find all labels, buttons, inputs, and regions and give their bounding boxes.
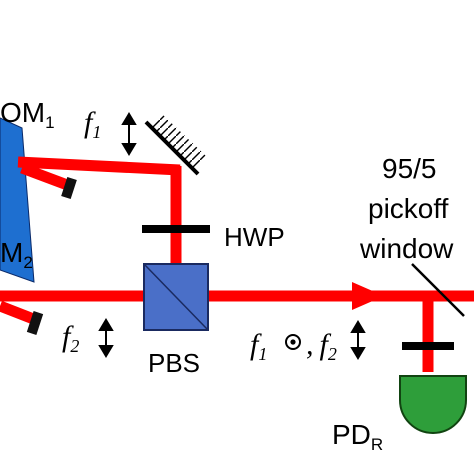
label-f2-left: f2	[62, 320, 79, 356]
beam-aom-to-mirror	[17, 156, 181, 176]
label-f1-top: f1	[84, 106, 101, 142]
polarization-dot-icon	[290, 339, 296, 345]
pickoff-window	[411, 263, 465, 317]
mirror-surface	[144, 120, 200, 176]
label-pickoff-word: pickoff	[368, 193, 449, 224]
label-aom1: OM1	[0, 97, 55, 132]
label-modulation-f1: f1	[250, 328, 267, 364]
beam-direction-arrow	[352, 282, 384, 310]
label-pickoff-95-5: 95/5	[382, 153, 437, 184]
pbs-diagonal	[143, 263, 209, 331]
aom1-crystal	[0, 117, 35, 283]
label-aom2: M2	[0, 237, 33, 272]
polarization-circle-icon	[285, 334, 301, 350]
label-pickoff-window: window	[359, 233, 454, 264]
mirror-hatch	[150, 114, 208, 170]
beam-block-upper	[61, 176, 77, 200]
label-hwp: HWP	[224, 222, 285, 252]
label-pdr: PDR	[332, 419, 383, 454]
beam-lower-left	[0, 300, 38, 326]
updown-arrow-f1	[121, 112, 137, 156]
updown-arrow-f2	[98, 318, 114, 358]
label-modulation-f2: ,f2	[306, 328, 337, 364]
photodetector-pdr	[399, 375, 467, 434]
beam-aom-diffracted	[20, 162, 72, 192]
label-pbs: PBS	[148, 348, 200, 378]
beam-block-lower	[26, 310, 44, 336]
updown-arrow-modulation	[350, 320, 366, 360]
